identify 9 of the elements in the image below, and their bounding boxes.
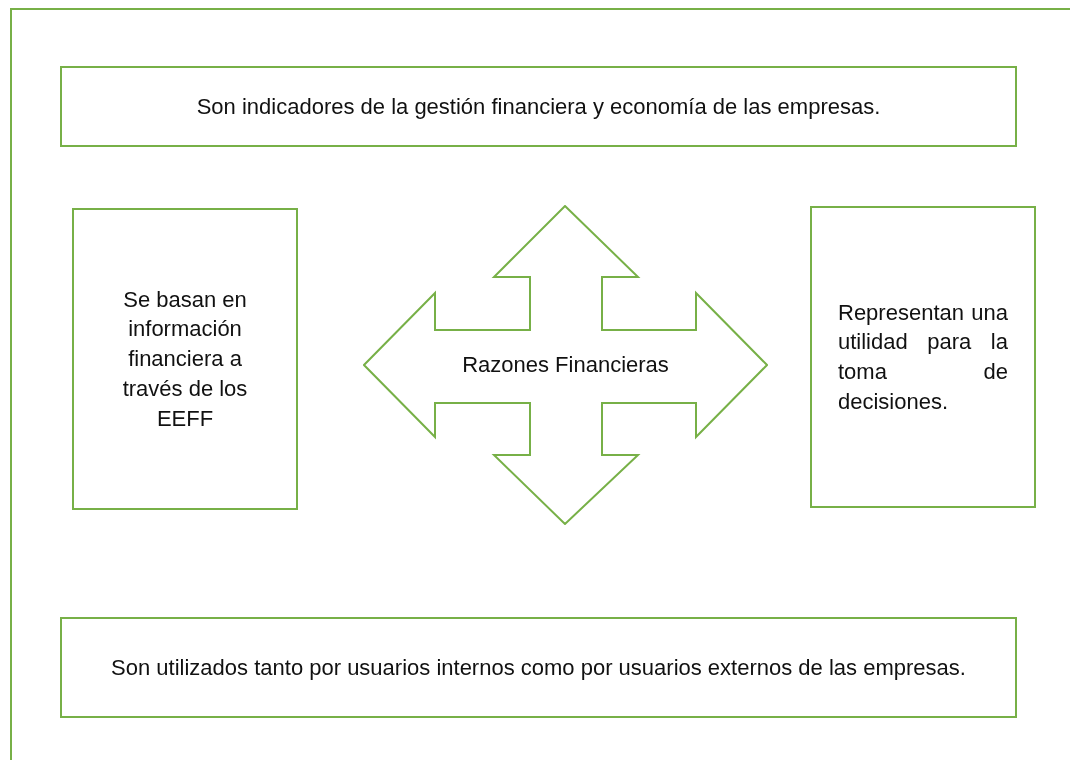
box-text: Son indicadores de la gestión financiera y economía de las empresas.: [196, 92, 881, 121]
box-text: Representan una utilidad para la toma de decisiones.: [838, 298, 1008, 416]
box-text: Son utilizados tanto por usuarios internos como por usuarios externos de las empresas.: [110, 653, 967, 682]
box-text: Se basan en información financiera a través de los EEFF: [121, 285, 249, 433]
arrow-label: Razones Financieras: [462, 351, 669, 380]
text-box: [72, 208, 298, 510]
text-box: [60, 66, 1017, 147]
text-box: [810, 206, 1036, 508]
text-box: [60, 617, 1017, 718]
